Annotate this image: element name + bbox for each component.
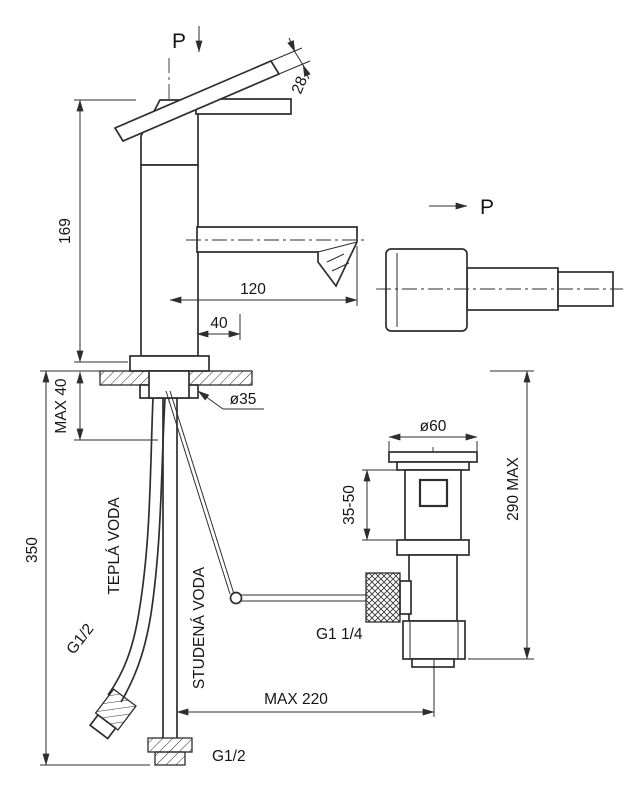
- hot-supply-hose: G1/2 TEPLÁ VODA: [63, 397, 166, 740]
- leader-line: [197, 390, 224, 410]
- arrow: [287, 37, 296, 53]
- pop-up-rod: [165, 390, 366, 605]
- side-body-square: [385, 248, 468, 332]
- waste-lower-body: [408, 554, 458, 622]
- hose-thread-label: G1/2: [63, 621, 97, 658]
- dimension-waste-adjustment: 35-50: [341, 469, 403, 541]
- end-nut: [147, 737, 193, 753]
- dim-d35-label: ø35: [230, 391, 257, 408]
- dim-max40-label: MAX 40: [53, 378, 70, 434]
- dim-28-label: 28: [289, 74, 311, 97]
- end-nut-tail: [154, 751, 186, 766]
- overflow-window: [418, 478, 449, 508]
- aerator-edge: [317, 241, 358, 253]
- side-view: P: [376, 196, 623, 332]
- dimension-lever-thickness: 28: [270, 37, 311, 97]
- waste-thread-label: G1 1/4: [316, 626, 363, 643]
- rod-diagonal: [169, 390, 235, 595]
- hot-water-label: TEPLÁ VODA: [106, 497, 123, 595]
- dim-max220-label: MAX 220: [264, 691, 328, 708]
- projection-label-top: P: [172, 30, 186, 53]
- dim-350-label: 350: [24, 537, 41, 563]
- fitting-nut: [88, 713, 117, 740]
- dim-120-label: 120: [240, 281, 266, 298]
- hose-line: [120, 397, 166, 703]
- mounting-shank: [148, 370, 190, 399]
- projection-label-side: P: [480, 196, 494, 219]
- dim-169-label: 169: [57, 218, 74, 244]
- outlet-lip: [411, 658, 455, 668]
- dimension-line: [294, 51, 304, 66]
- knurled-knob: [365, 572, 401, 623]
- rod-diagonal: [165, 390, 231, 595]
- counter-deck: [99, 370, 253, 399]
- aerator-detail: [326, 253, 345, 263]
- supply-thread-label: G1/2: [212, 748, 246, 765]
- extension-line: [270, 47, 303, 62]
- dimension-deck-thickness: MAX 40: [53, 371, 158, 441]
- dim-40-label: 40: [210, 315, 228, 332]
- rod-ball-joint: [229, 591, 243, 605]
- waste-flange-collar: [396, 461, 470, 471]
- knob-neck: [399, 580, 412, 615]
- arrow: [302, 64, 311, 80]
- dimension-waste-height: 290 MAX: [468, 370, 534, 660]
- spout: [196, 226, 358, 288]
- base-plate: [129, 355, 210, 372]
- dimension-waste-diameter: ø60: [388, 418, 478, 451]
- cold-water-label: STUDENÁ VODA: [191, 566, 208, 689]
- dimension-spout-reach: 120: [169, 246, 358, 306]
- dimension-rod-reach: MAX 220: [176, 660, 435, 717]
- extension-line: [278, 60, 311, 75]
- waste-top-flange: [388, 451, 478, 463]
- dimension-hole-diameter: ø35: [197, 390, 264, 410]
- projection-arrow-top: P: [172, 26, 203, 53]
- front-view: [113, 58, 367, 402]
- dim-290max-label: 290 MAX: [505, 456, 522, 520]
- dimension-height-169: 169: [57, 99, 136, 363]
- dim-3550-label: 35-50: [341, 485, 358, 525]
- dimension-spout-offset: 40: [196, 314, 241, 340]
- waste-outlet: [402, 620, 466, 660]
- mixer-body: [140, 164, 199, 357]
- waste-assembly: G1 1/4: [316, 447, 478, 668]
- hose-fitting: [88, 688, 137, 740]
- cold-supply-pipe: G1/2 STUDENÁ VODA: [147, 398, 246, 766]
- dimension-supply-length: 350: [24, 370, 150, 766]
- dim-d60-label: ø60: [420, 418, 447, 435]
- waste-mid-flange: [396, 539, 470, 556]
- hose-line: [107, 397, 154, 696]
- aerator-detail: [331, 262, 350, 272]
